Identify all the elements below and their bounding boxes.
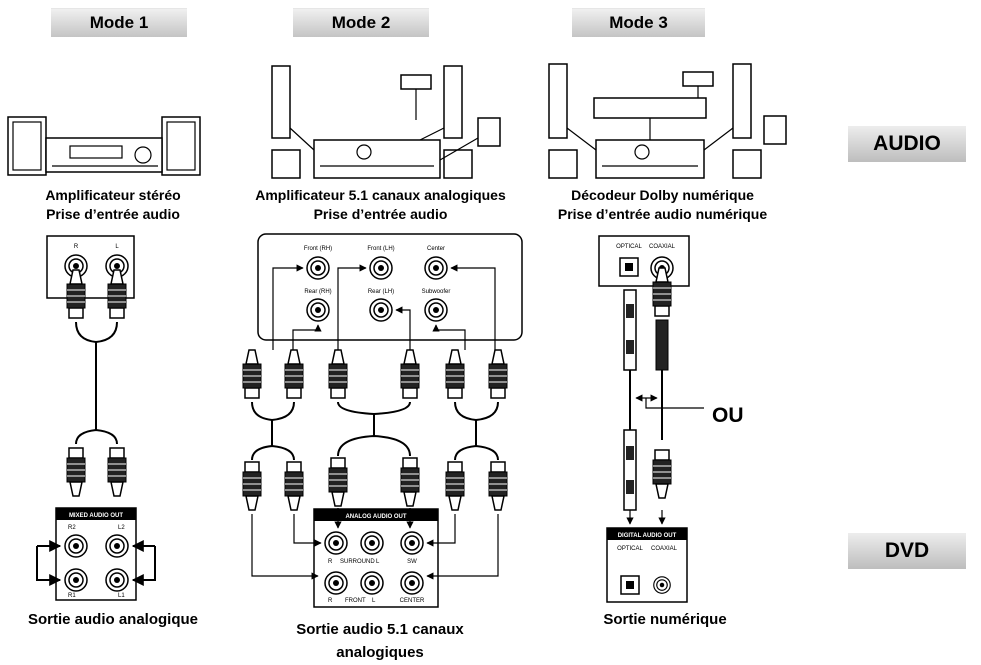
mode-1-cable: [66, 269, 127, 497]
mode-2-output-line: Sortie audio 5.1 canaux: [296, 621, 464, 638]
mode-2-5-1-amplifier: [271, 65, 501, 179]
jack-label: Rear (LH): [368, 289, 394, 295]
audio-tab: AUDIO: [848, 126, 966, 162]
mode-1-output-line: Sortie audio analogique: [27, 611, 199, 628]
mode-2-cables: [242, 349, 508, 511]
jack-label: Subwoofer: [422, 289, 451, 295]
jack-label: COAXIAL: [649, 244, 676, 250]
mode-3-cables: [623, 267, 704, 525]
mode-3-output-label: Sortie numérique: [570, 608, 760, 631]
mode-3-input-panel: OPTICAL COAXIAL: [598, 235, 690, 287]
jack-label: SW: [407, 559, 417, 565]
mode-2-tab: Mode 2: [293, 8, 429, 37]
mode-1-caption-line: Prise d’entrée audio: [46, 206, 180, 222]
mode-3-dolby-decoder: [548, 63, 787, 179]
mode-3-caption-line: Prise d’entrée audio numérique: [557, 206, 768, 222]
jack-label: L1: [118, 593, 125, 599]
or-label: OU: [712, 404, 744, 427]
mode-1-output-label: Sortie audio analogique: [0, 608, 226, 631]
mode-2-output-panel: ANALOG AUDIO OUT R SURROUND L SW R FRONT…: [251, 508, 499, 608]
mode-1-stereo-amplifier: [7, 116, 201, 176]
jack-label: R: [328, 559, 333, 565]
mode-2-input-panel: Front (RH) Front (LH) Center Rear (RH) R…: [257, 233, 523, 350]
dvd-tab: DVD: [848, 533, 966, 569]
jack-label: R2: [68, 525, 76, 531]
panel-title: DIGITAL AUDIO OUT: [618, 533, 677, 539]
jack-label: Front (LH): [367, 246, 394, 252]
mode-1-tab: Mode 1: [51, 8, 187, 37]
mode-3-output-panel: DIGITAL AUDIO OUT OPTICAL COAXIAL: [606, 527, 688, 603]
jack-label: OPTICAL: [617, 546, 643, 552]
mode-1-output-panel: MIXED AUDIO OUT R2 L2 R1 L1: [36, 507, 156, 601]
jack-label: L: [372, 598, 376, 604]
jack-label: FRONT: [345, 598, 366, 604]
mode-2-output-line: analogiques: [336, 644, 424, 661]
jack-label: L: [115, 244, 119, 250]
mode-3-output-line: Sortie numérique: [603, 611, 727, 628]
jack-label: L2: [118, 525, 125, 531]
jack-label: R: [328, 598, 333, 604]
mode-3-caption-line: Décodeur Dolby numérique: [571, 187, 754, 203]
mode-1-caption: Amplificateur stéréo Prise d’entrée audi…: [0, 186, 226, 224]
mode-1-caption-line: Amplificateur stéréo: [45, 187, 181, 203]
mode-2-caption-line: Prise d’entrée audio: [313, 206, 448, 222]
jack-label: OPTICAL: [616, 244, 642, 250]
jack-label: CENTER: [400, 598, 425, 604]
jack-label: Rear (RH): [304, 289, 331, 295]
jack-label: L: [376, 559, 380, 565]
panel-title: ANALOG AUDIO OUT: [345, 514, 406, 520]
mode-3-tab: Mode 3: [572, 8, 705, 37]
panel-title: MIXED AUDIO OUT: [69, 513, 123, 519]
mode-3-caption: Décodeur Dolby numérique Prise d’entrée …: [535, 186, 790, 224]
jack-label: Front (RH): [304, 246, 332, 252]
jack-label: R: [74, 244, 79, 250]
jack-label: R1: [68, 593, 76, 599]
jack-label: SURROUND: [340, 559, 375, 565]
jack-label: COAXIAL: [651, 546, 678, 552]
mode-2-caption: Amplificateur 5.1 canaux analogiques Pri…: [228, 186, 533, 224]
mode-2-output-label: Sortie audio 5.1 canaux analogiques: [250, 618, 510, 664]
jack-label: Center: [427, 246, 445, 252]
mode-2-caption-line: Amplificateur 5.1 canaux analogiques: [255, 187, 506, 203]
